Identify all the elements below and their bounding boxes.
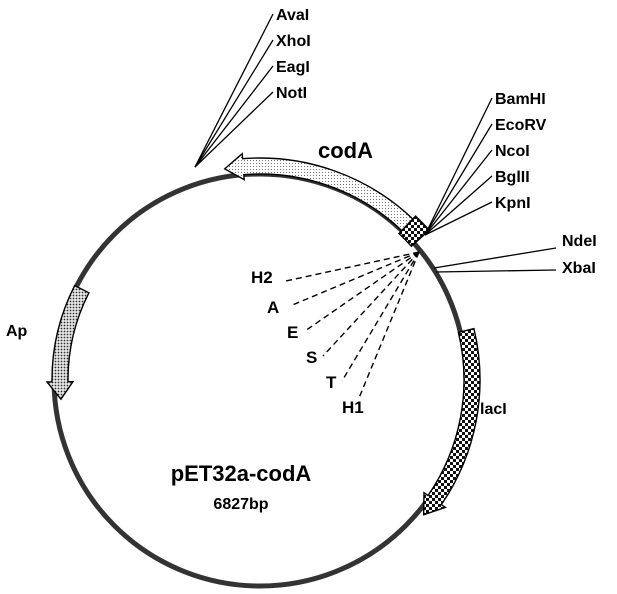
gene-label-ap: Ap (6, 323, 28, 340)
tag-label-t: T (326, 373, 337, 392)
tag-label-h1: H1 (342, 398, 364, 417)
site-label-bglii: BglII (495, 169, 530, 186)
leader-line-left-1 (194, 13, 274, 168)
tag-dashed-lines (285, 251, 420, 399)
gene-label-coda: codA (318, 138, 373, 163)
site-label-xhol: XhoI (276, 33, 311, 50)
tag-line-5 (341, 251, 420, 382)
plasmid-name: pET32a-codA (171, 461, 312, 486)
tag-line-3 (304, 251, 420, 332)
leader-line-left-4 (194, 91, 274, 168)
tag-label-h2: H2 (251, 268, 273, 287)
plasmid-size: 6827bp (213, 496, 268, 513)
leader-line-right-5 (424, 201, 493, 236)
leader-line-right-3 (424, 149, 493, 236)
ap-gene-arrow (45, 284, 90, 401)
site-label-aval: AvaI (276, 7, 309, 24)
tag-line-4 (322, 251, 420, 357)
leader-line-right-4 (424, 175, 493, 236)
right-site-leader-lines (424, 97, 493, 236)
left-site-leader-lines (194, 13, 274, 168)
site-label-ecorv: EcoRV (495, 117, 547, 134)
leader-line-far-1 (433, 247, 557, 269)
tag-label-a: A (267, 298, 279, 317)
site-label-ndel: NdeI (562, 233, 597, 250)
leader-line-far-2 (435, 269, 557, 273)
site-label-notl: NotI (276, 85, 307, 102)
site-label-eagl: EagI (276, 59, 310, 76)
tag-label-s: S (306, 348, 317, 367)
coda-gene-arrow (223, 152, 414, 232)
tag-line-2 (289, 251, 420, 307)
far-right-site-leader-lines (433, 247, 557, 273)
laci-gene-arrow (422, 327, 481, 516)
multiple-cloning-site-box (398, 215, 431, 248)
site-label-ncol: NcoI (495, 143, 530, 160)
tag-line-1 (285, 251, 420, 282)
gene-label-laci: lacI (480, 401, 507, 418)
leader-line-left-3 (194, 65, 274, 168)
site-label-kpnl: KpnI (495, 195, 531, 212)
tag-label-e: E (287, 323, 298, 342)
site-label-bamhi: BamHI (495, 91, 546, 108)
tag-line-6 (358, 251, 420, 399)
leader-line-left-2 (194, 39, 274, 168)
leader-line-right-1 (424, 97, 493, 236)
site-label-xbal: XbaI (562, 260, 596, 277)
leader-line-right-2 (424, 123, 493, 236)
